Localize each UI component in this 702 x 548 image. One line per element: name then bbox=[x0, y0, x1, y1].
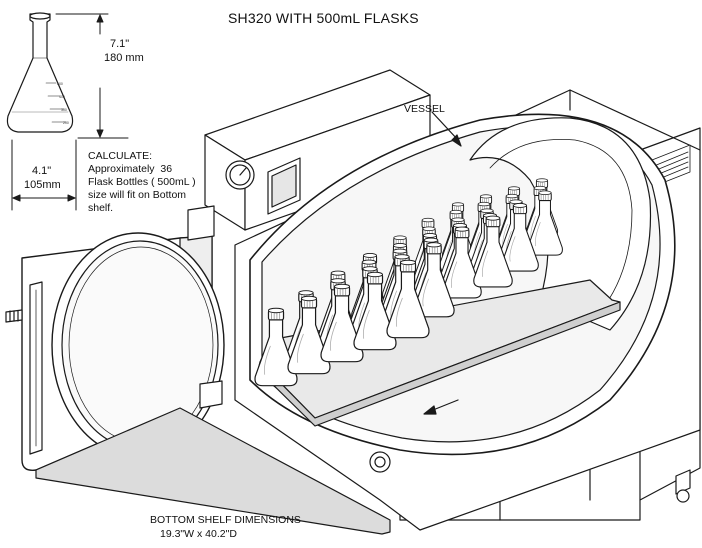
knob bbox=[369, 451, 391, 473]
width-inches-label: 4.1" bbox=[32, 165, 52, 177]
height-mm-label: 180 mm bbox=[104, 52, 144, 64]
shelf-dimensions-heading: BOTTOM SHELF DIMENSIONS bbox=[150, 514, 301, 526]
page-title: SH320 WITH 500mL FLASKS bbox=[228, 10, 419, 26]
flask bbox=[442, 226, 482, 299]
grad-500: 500 bbox=[57, 82, 63, 86]
reference-flask bbox=[6, 12, 74, 133]
flask bbox=[386, 259, 430, 339]
width-dimension bbox=[11, 139, 77, 211]
flask bbox=[473, 215, 513, 288]
calculate-line-3: size will fit on Bottom bbox=[88, 189, 187, 201]
grad-300: 300 bbox=[61, 108, 67, 112]
flask bbox=[527, 190, 563, 256]
flask-array bbox=[254, 178, 563, 387]
vessel-label: VESSEL bbox=[404, 103, 445, 115]
grad-200: 200 bbox=[63, 121, 69, 125]
rotation-arrow bbox=[423, 399, 459, 415]
flask bbox=[254, 307, 298, 387]
flask bbox=[320, 283, 364, 363]
height-inches-label: 7.1" bbox=[110, 38, 130, 50]
width-mm-label: 105mm bbox=[24, 179, 61, 191]
shelf-dimensions-value: 19.3"W x 40.2"D bbox=[160, 528, 237, 540]
calculate-line-2: Flask Bottles ( 500mL ) bbox=[88, 176, 196, 188]
open-door bbox=[5, 205, 391, 535]
flask bbox=[287, 295, 331, 375]
calculate-line-4: shelf. bbox=[88, 202, 114, 214]
vessel-pointer bbox=[431, 111, 462, 147]
grad-400: 400 bbox=[59, 95, 65, 99]
calculate-line-1: Approximately 36 bbox=[88, 163, 173, 175]
upper-hinge bbox=[187, 205, 215, 241]
flask bbox=[353, 271, 397, 351]
control-box bbox=[204, 69, 431, 231]
flask bbox=[413, 242, 455, 318]
calculate-heading: CALCULATE: bbox=[88, 150, 152, 162]
height-dimension bbox=[55, 13, 129, 139]
lower-hinge bbox=[199, 380, 223, 409]
